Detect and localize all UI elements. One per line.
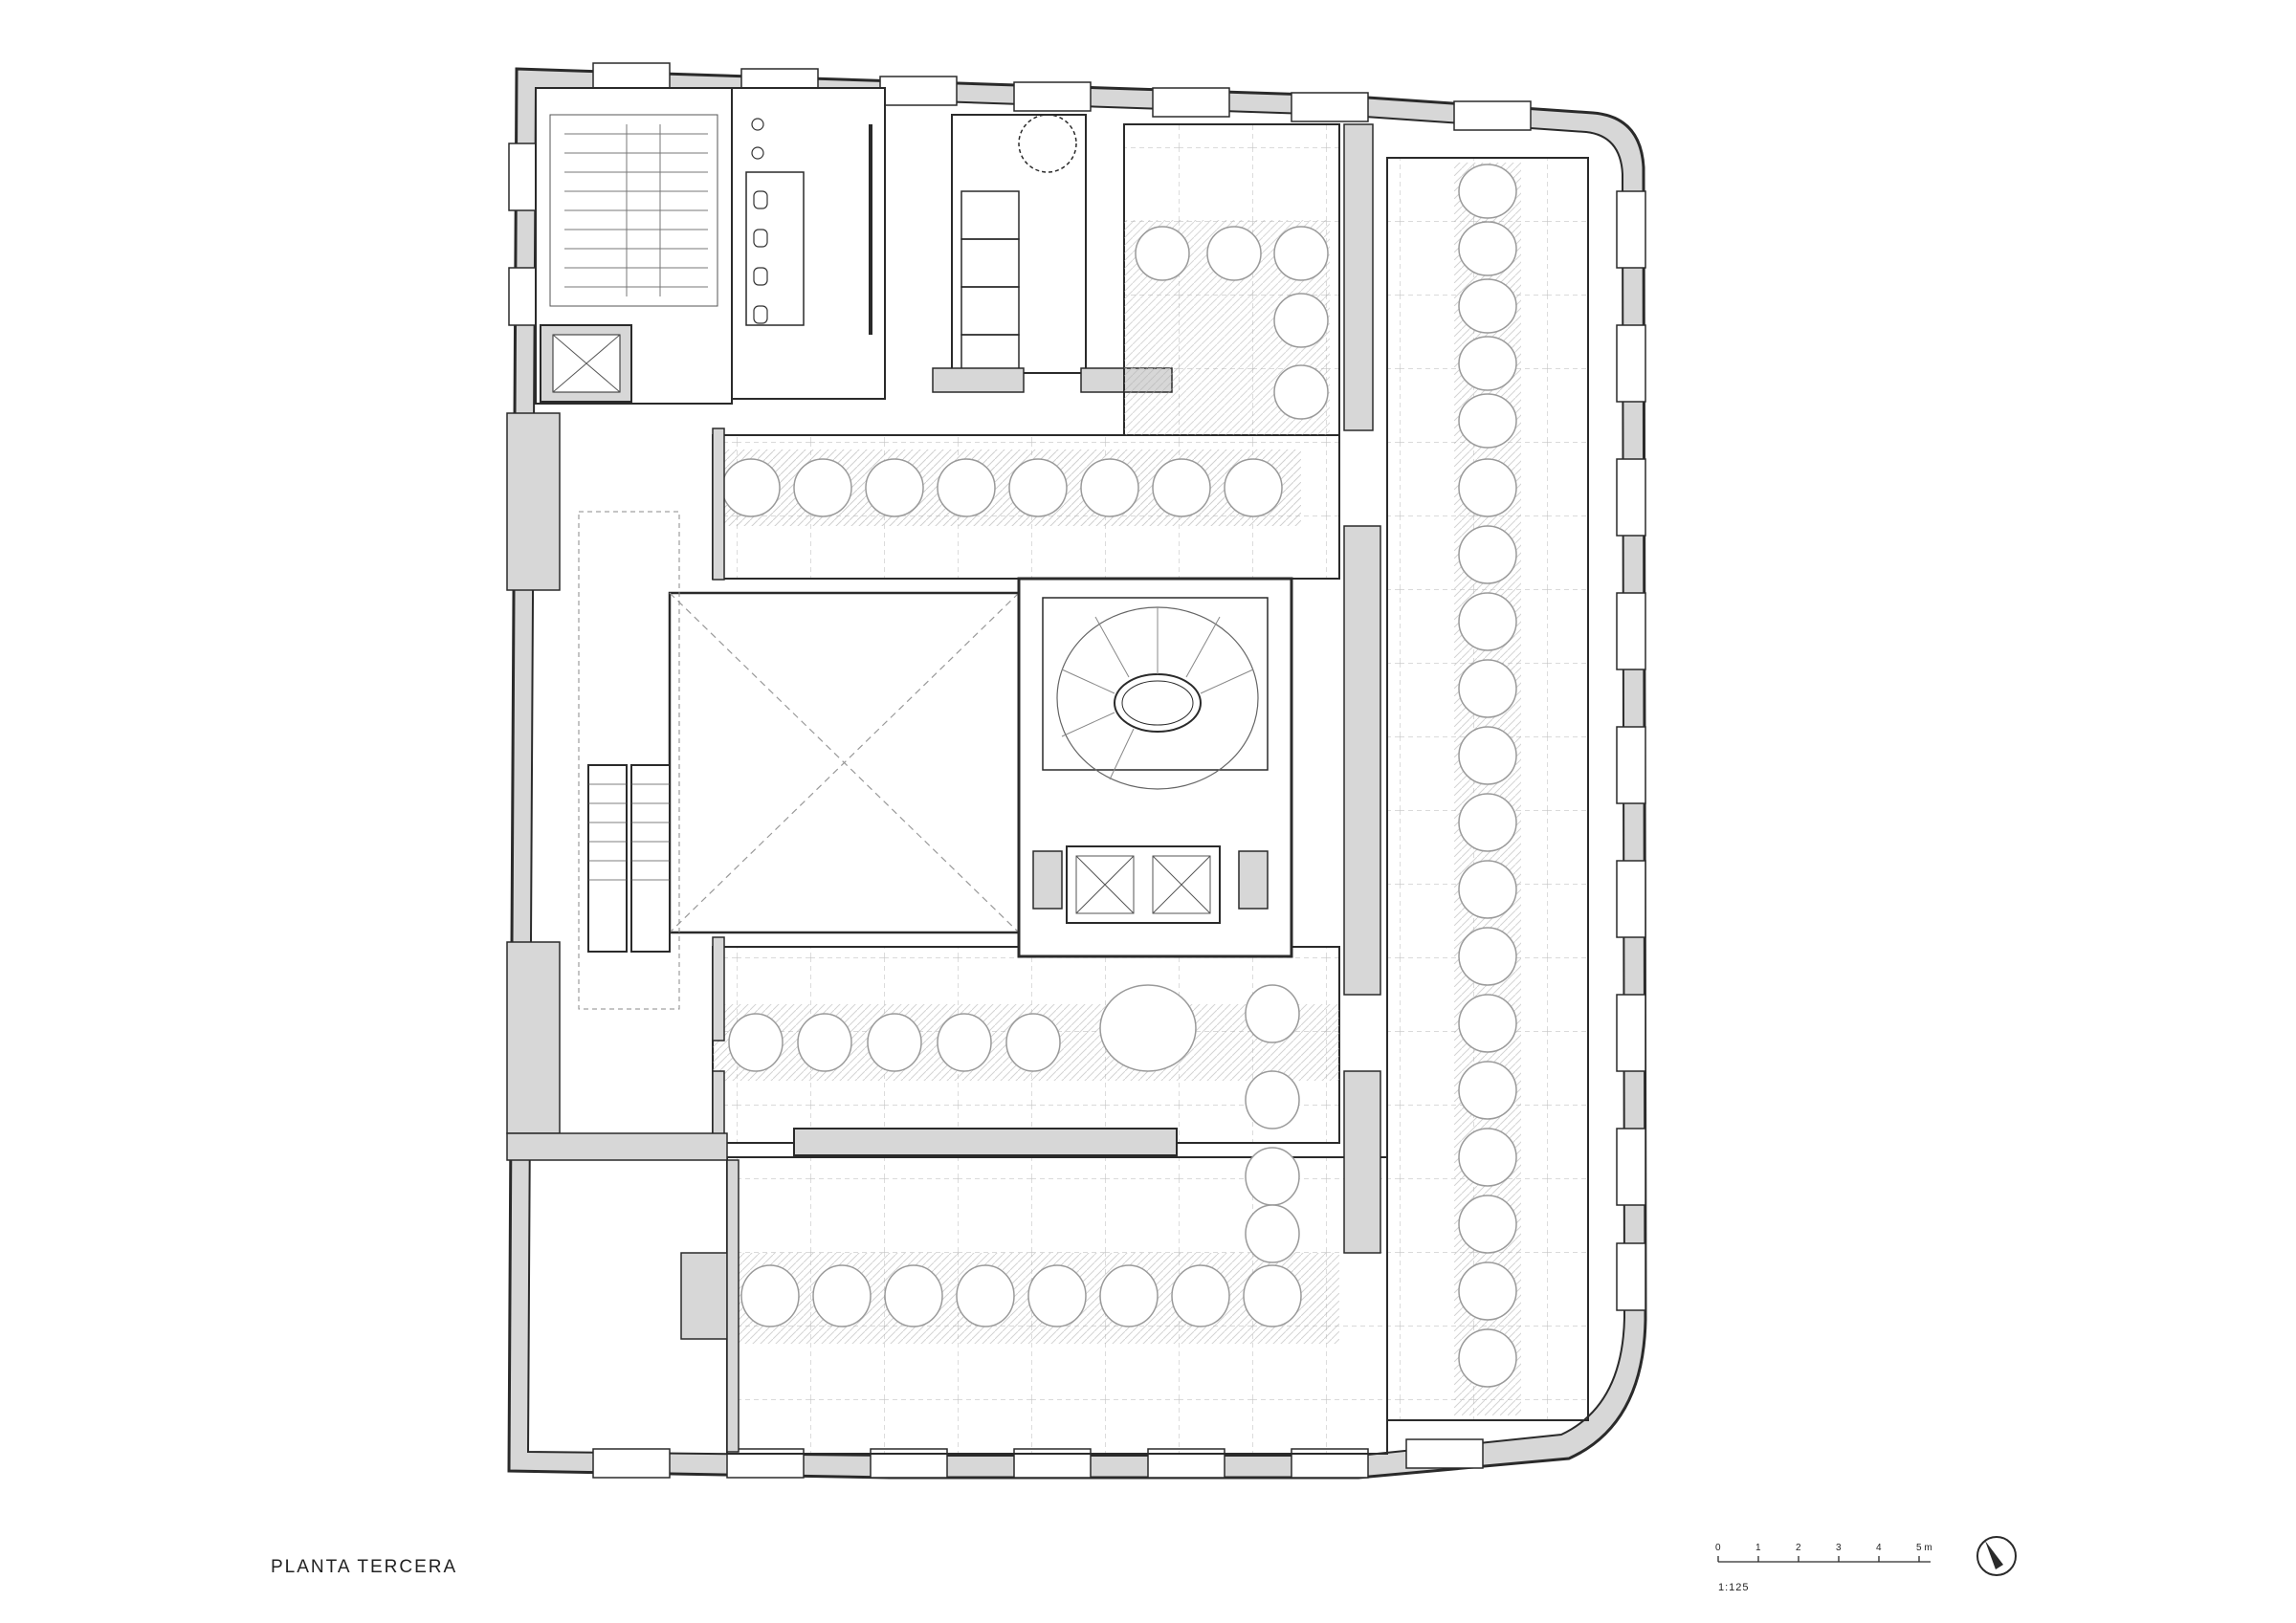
office-bay-north [712,434,1340,580]
scale-tick-label: 5 m [1916,1543,1932,1553]
scale-tick-label: 4 [1876,1543,1882,1553]
scale-bar [1717,1556,1931,1563]
office-bay-center-south [712,946,1340,1156]
restrooms [731,87,1173,400]
toilet-icon [751,118,768,324]
elevator-icon [552,334,621,393]
north-arrow-icon [1976,1536,2017,1576]
stair-icon [564,124,708,296]
scale-tick-label: 2 [1796,1543,1801,1553]
office-bay-east [1386,157,1589,1421]
elevator-icon [1075,855,1211,914]
office-bay-northeast [1123,123,1340,436]
stair-core-northwest [535,87,733,405]
escalator-icon [578,511,680,1010]
atrium-void [668,591,1021,934]
spiral-stair-core [1017,577,1293,958]
scale-ratio: 1:125 [1718,1582,1750,1593]
drawing-title: PLANTA TERCERA [271,1557,458,1577]
office-bay-south [726,1147,1388,1455]
stair-icon [1056,606,1259,790]
scale-tick-label: 1 [1755,1543,1761,1553]
interior-partitions [506,123,1381,1453]
scale-tick-label: 0 [1715,1543,1721,1553]
scale-tick-label: 3 [1836,1543,1842,1553]
